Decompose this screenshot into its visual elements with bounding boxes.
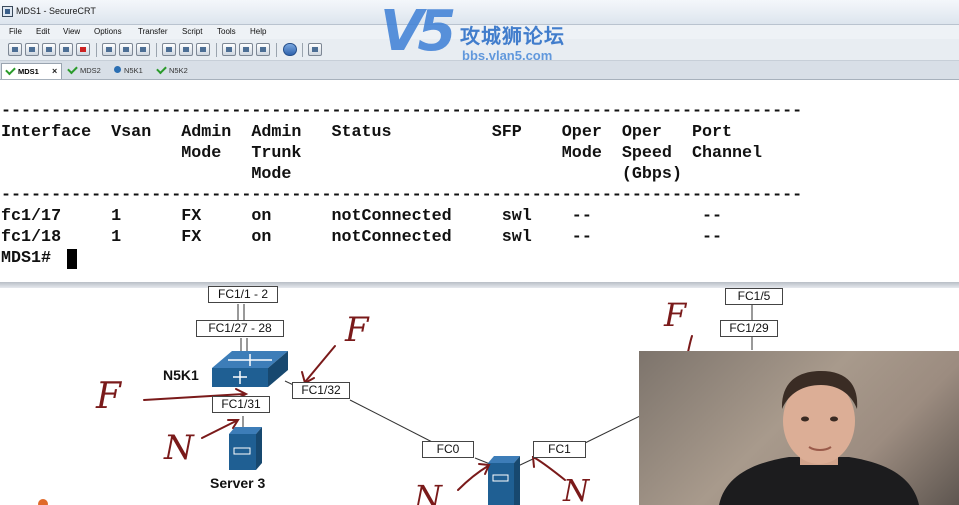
port-label-fc1-32: FC1/32: [292, 382, 350, 399]
tab-mds2[interactable]: MDS2: [64, 63, 110, 79]
watermark-logo: V5: [380, 0, 456, 64]
menu-edit[interactable]: Edit: [36, 27, 50, 36]
window-bottom-edge: [0, 282, 959, 288]
table-rule: ----------------------------------------…: [1, 186, 803, 205]
terminal-output[interactable]: ----------------------------------------…: [0, 80, 959, 282]
tab-n5k1[interactable]: N5K1: [110, 63, 152, 79]
menu-script[interactable]: Script: [182, 27, 203, 36]
watermark-text: 攻城狮论坛: [460, 26, 565, 48]
copy-icon[interactable]: [102, 43, 116, 56]
quick-connect-icon[interactable]: [25, 43, 39, 56]
table-rule: ----------------------------------------…: [1, 102, 803, 121]
command-prompt: MDS1#: [1, 249, 62, 268]
connect-in-tab-icon[interactable]: [42, 43, 56, 56]
tab-label: MDS1: [18, 67, 39, 76]
server3-icon: [229, 427, 262, 470]
port-label-fc0: FC0: [422, 441, 474, 458]
table-row: fc1/18 1 FX on notConnected swl -- --: [1, 228, 723, 247]
tab-n5k2[interactable]: N5K2: [153, 63, 199, 79]
connected-check-icon: [156, 63, 167, 75]
connected-check-icon: [67, 63, 78, 75]
disconnect-icon[interactable]: [76, 43, 90, 56]
find-icon[interactable]: [136, 43, 150, 56]
title-bar: MDS1 - SecureCRT: [0, 0, 959, 25]
menu-transfer[interactable]: Transfer: [138, 27, 168, 36]
menu-file[interactable]: File: [9, 27, 22, 36]
annotation-f: F: [96, 376, 121, 417]
paste-icon[interactable]: [119, 43, 133, 56]
port-label-fc1-27-28: FC1/27 - 28: [196, 320, 284, 337]
help-icon[interactable]: [283, 43, 297, 56]
port-label-fc1-1-2: FC1/1 - 2: [208, 286, 278, 303]
session-icon: [114, 66, 121, 73]
reconnect-icon[interactable]: [59, 43, 73, 56]
n5k1-switch-icon: [212, 351, 288, 387]
print-setup-icon[interactable]: [179, 43, 193, 56]
watermark-url: bbs.vlan5.com: [462, 48, 553, 63]
menu-view[interactable]: View: [63, 27, 81, 36]
device-label-server3: Server 3: [210, 475, 266, 491]
connected-check-icon: [5, 64, 16, 76]
close-tab-icon[interactable]: ×: [52, 66, 58, 76]
presenter-webcam: [639, 351, 959, 505]
port-label-fc1-5: FC1/5: [725, 288, 783, 305]
session-options-icon[interactable]: [162, 43, 176, 56]
port-label-fc1-29: FC1/29: [720, 320, 778, 337]
annotation-n: N: [164, 428, 194, 468]
vlan5-watermark: V5 攻城狮论坛 bbs.vlan5.com: [380, 4, 590, 66]
annotation-n: N: [563, 474, 590, 505]
annotation-n: N: [414, 478, 442, 505]
toolbar: [0, 39, 959, 61]
keymap-icon[interactable]: [239, 43, 253, 56]
print-icon[interactable]: [196, 43, 210, 56]
menu-tools[interactable]: Tools: [217, 27, 236, 36]
topology-links: [143, 304, 753, 505]
annotation-f: F: [345, 310, 369, 350]
connect-icon[interactable]: [8, 43, 22, 56]
window-title: MDS1 - SecureCRT: [16, 6, 96, 16]
presenter-figure: [719, 371, 919, 505]
table-row: fc1/17 1 FX on notConnected swl -- --: [1, 207, 723, 226]
tab-label: MDS2: [80, 66, 101, 75]
session-tab-bar: MDS1 × MDS2 N5K1 N5K2: [0, 61, 959, 80]
header-line: Mode Trunk Mode Speed Channel: [1, 144, 763, 163]
global-options-icon[interactable]: [222, 43, 236, 56]
sftp-icon[interactable]: [308, 43, 322, 56]
tab-label: N5K1: [124, 66, 143, 75]
port-label-fc1-31: FC1/31: [212, 396, 270, 413]
menu-help[interactable]: Help: [250, 27, 267, 36]
text-cursor: [67, 249, 77, 269]
device-label-n5k1: N5K1: [163, 367, 199, 383]
header-line: Mode (Gbps): [1, 165, 682, 184]
annotation-f: F: [664, 296, 687, 334]
menu-options[interactable]: Options: [94, 27, 122, 36]
tab-label: N5K2: [169, 66, 188, 75]
port-label-fc1: FC1: [533, 441, 586, 458]
pointer-dot: [38, 499, 48, 505]
keygen-icon[interactable]: [256, 43, 270, 56]
menu-bar: File Edit View Options Transfer Script T…: [0, 25, 959, 39]
mds-switch-icon: [488, 456, 520, 505]
securecrt-app-icon: [2, 6, 13, 17]
tab-mds1[interactable]: MDS1 ×: [1, 63, 62, 79]
header-line: Interface Vsan Admin Admin Status SFP Op…: [1, 123, 733, 142]
